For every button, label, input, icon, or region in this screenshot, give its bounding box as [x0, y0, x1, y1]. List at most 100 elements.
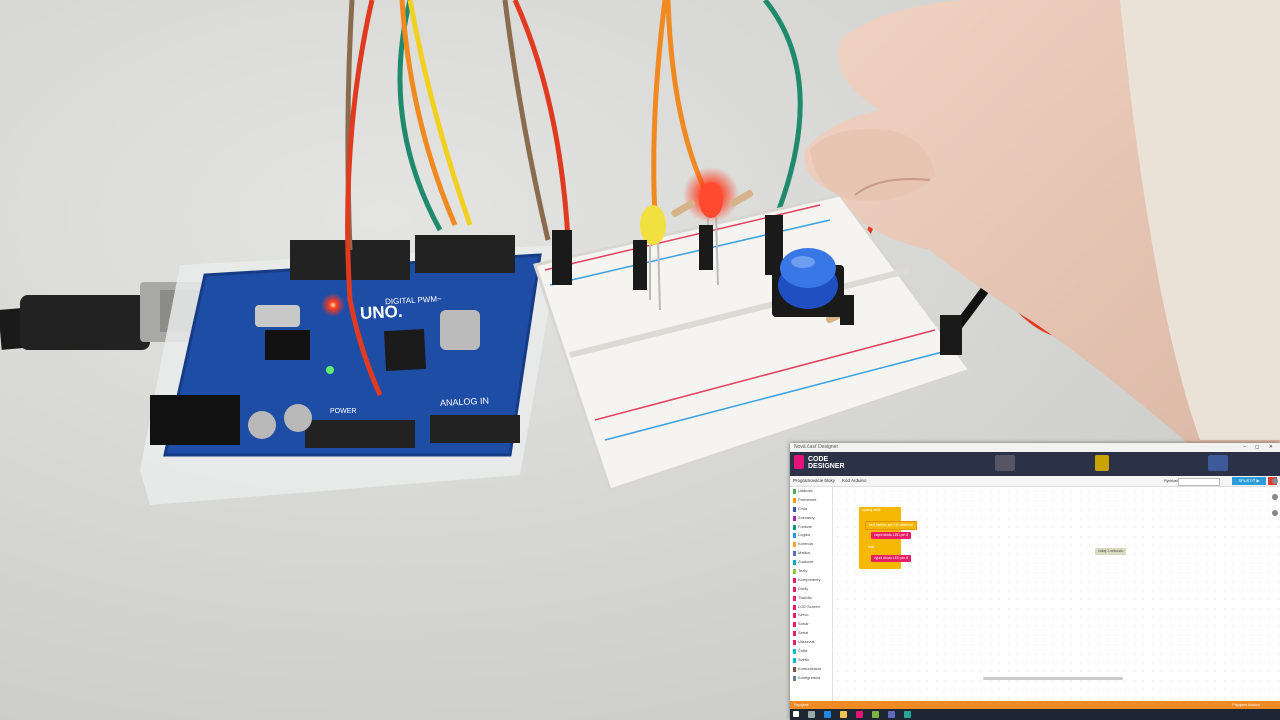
app2-icon[interactable] — [872, 711, 879, 718]
palette-item-label: Udalosti — [798, 488, 813, 493]
side-icon-strip — [1271, 478, 1280, 526]
toolbar: Programovacie bloky Kód Arduino Rýchlosť… — [790, 476, 1280, 487]
block-else-label: inak — [868, 545, 875, 549]
palette-item[interactable]: Sonar — [790, 620, 832, 629]
palette-item[interactable]: Serial — [790, 629, 832, 638]
block-wait[interactable]: čakaj 1 sekundu — [1095, 548, 1127, 555]
search-icon[interactable] — [808, 711, 815, 718]
palette-color-icon — [793, 560, 796, 566]
block-if-label: keď tlačidlo pin 2 je stlačené — [869, 523, 913, 527]
status-left: Pripojené — [794, 703, 809, 707]
window-titlebar: Nová časť Designer – ◻ ✕ — [790, 443, 1280, 452]
palette-item[interactable]: LCD Screen — [790, 603, 832, 612]
windows-taskbar — [790, 709, 1280, 720]
palette-item[interactable]: Svetlo — [790, 656, 832, 665]
window-controls[interactable]: – ◻ ✕ — [1243, 444, 1277, 450]
app-icon[interactable] — [856, 711, 863, 718]
palette-item-label: Funkcie — [798, 523, 813, 529]
code-designer-window[interactable]: Nová časť Designer – ◻ ✕ CODE DESIGNER P… — [790, 443, 1280, 720]
palette-item[interactable]: Komunikácia — [790, 665, 832, 674]
palette-color-icon — [793, 569, 796, 575]
run-button[interactable]: SPUSTIŤ ▶ — [1232, 477, 1266, 485]
palette-item-label: Konfigurácia — [798, 674, 821, 680]
palette-color-icon — [793, 649, 796, 655]
palette-color-icon — [793, 657, 796, 663]
palette-item[interactable]: Čidlá — [790, 647, 832, 656]
logo-line-2: DESIGNER — [808, 463, 845, 470]
palette-item[interactable]: Udalosti — [790, 487, 832, 496]
palette-color-icon — [793, 533, 796, 539]
palette-color-icon — [793, 506, 796, 512]
palette-item[interactable]: Logika — [790, 531, 832, 540]
block-workspace[interactable]: opakuj stále keď tlačidlo pin 2 je stlač… — [833, 487, 1280, 701]
status-right: Pripojené Arduino — [1232, 703, 1260, 707]
yellow-led — [640, 205, 666, 311]
robot-icon[interactable] — [1095, 455, 1109, 471]
block-led-off[interactable]: vypni diódu LED pin 8 — [871, 555, 912, 562]
palette-color-icon — [793, 577, 796, 583]
palette-color-icon — [793, 524, 796, 530]
explorer-icon[interactable] — [840, 711, 847, 718]
app4-icon[interactable] — [904, 711, 911, 718]
palette-color-icon — [793, 595, 796, 601]
horizontal-scrollbar[interactable] — [983, 677, 1123, 680]
block-else[interactable]: inak — [865, 544, 878, 551]
palette-item[interactable]: Ultrazvuk — [790, 638, 832, 647]
palette-item-label: Komponenty — [798, 576, 821, 582]
palette-item-label: Serial — [798, 630, 809, 636]
palette-item-label: Tlačidlo — [798, 594, 812, 600]
edge-icon[interactable] — [824, 711, 831, 718]
palette-item-label: Matika — [798, 550, 810, 556]
tab-blocks[interactable]: Programovacie bloky — [793, 478, 836, 483]
hand — [804, 0, 1280, 445]
resistor-1 — [671, 200, 696, 217]
palette-item[interactable]: Servo — [790, 611, 832, 620]
palette-item-label: Svetlo — [798, 656, 810, 662]
block-if-pressed[interactable]: keď tlačidlo pin 2 je stlačené — [865, 521, 917, 530]
palette-item[interactable]: Tlačidlo — [790, 594, 832, 603]
side-icon-3[interactable] — [1272, 510, 1278, 516]
palette-item[interactable]: Funkcie — [790, 523, 832, 532]
start-icon[interactable] — [793, 711, 799, 717]
palette-item[interactable]: Konfigurácia — [790, 674, 832, 683]
palette-item[interactable]: Premenné — [790, 496, 832, 505]
palette-item-label: Ultrazvuk — [798, 639, 815, 645]
palette-item[interactable]: Diódy — [790, 585, 832, 594]
palette-color-icon — [793, 542, 796, 548]
logo-line-1: CODE — [808, 456, 829, 463]
palette-color-icon — [793, 622, 796, 628]
board-image-icon[interactable] — [1208, 455, 1228, 471]
palette-item-label: Premenné — [798, 496, 817, 502]
palette-item[interactable]: Kontrola — [790, 540, 832, 549]
palette-color-icon — [793, 640, 796, 646]
palette-item[interactable]: Zoznamy — [790, 514, 832, 523]
palette-item-label: Diódy — [798, 585, 809, 591]
palette-color-icon — [793, 666, 796, 672]
arduino-board-icon[interactable] — [995, 455, 1015, 471]
window-title: Nová časť Designer — [794, 444, 839, 450]
palette-item[interactable]: Matika — [790, 549, 832, 558]
app3-icon[interactable] — [888, 711, 895, 718]
side-icon-1[interactable] — [1272, 478, 1278, 484]
palette-item[interactable]: Čísla — [790, 505, 832, 514]
speed-input[interactable] — [1178, 478, 1220, 486]
block-wait-label: čakaj 1 sekundu — [1098, 549, 1124, 553]
palette-item[interactable]: Komponenty — [790, 576, 832, 585]
palette-color-icon — [793, 489, 796, 494]
palette-color-icon — [793, 613, 796, 619]
red-led — [683, 167, 739, 286]
palette-item-label: Komunikácia — [798, 665, 821, 671]
app-banner: CODE DESIGNER — [790, 452, 1280, 476]
board-power-label: POWER — [330, 408, 356, 415]
block-led-on[interactable]: zapni diódu LED pin 8 — [871, 532, 912, 539]
palette-item-label: Čísla — [798, 505, 808, 511]
palette-item-label: LCD Screen — [798, 603, 820, 609]
block-led-on-label: zapni diódu LED pin 8 — [874, 533, 909, 537]
side-icon-2[interactable] — [1272, 494, 1278, 500]
app-logo-text: CODE DESIGNER — [808, 456, 845, 470]
tab-code[interactable]: Kód Arduino — [842, 478, 867, 483]
resistor-2 — [729, 190, 754, 207]
palette-item[interactable]: Texty — [790, 567, 832, 576]
palette-item[interactable]: Znakové — [790, 558, 832, 567]
wire-headers — [552, 215, 962, 355]
